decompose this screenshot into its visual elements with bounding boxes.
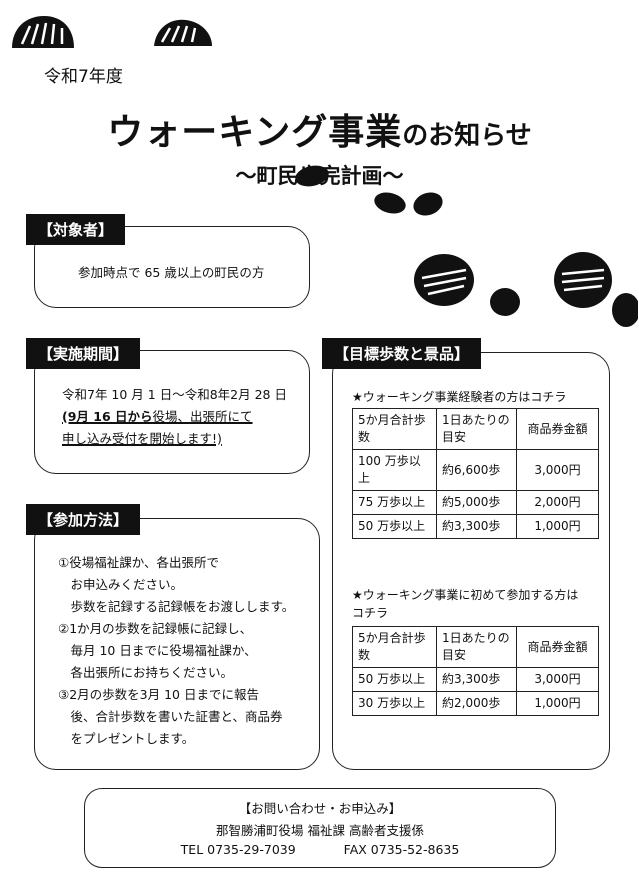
cell-total: 100 万歩以上 [352, 449, 437, 491]
header-daily-steps: 1日あたりの目安 [436, 626, 517, 668]
footprint-icon [413, 192, 443, 216]
cell-daily: 約3,300歩 [436, 667, 517, 692]
header-daily-steps: 1日あたりの目安 [436, 408, 517, 450]
method-text: ①役場福祉課か、各出張所で お申込みください。 歩数を記録する記録帳をお渡ししま… [58, 552, 294, 750]
method-line: ③2月の歩数を3月 10 日までに報告 [58, 687, 259, 702]
table-row: 75 万歩以上 約5,000歩 2,000円 [352, 490, 599, 515]
period-text: 令和7年 10 月 1 日～令和8年2月 28 日 (9月 16 日から役場、出… [62, 384, 287, 450]
method-line: ②1か月の歩数を記録帳に記録し、 [58, 621, 253, 636]
title-main: ウォーキング事業 [107, 112, 403, 153]
method-line: 各出張所にお持ちください。 [58, 665, 234, 680]
period-box [34, 350, 310, 474]
table-header-row: 5か月合計歩数 1日あたりの目安 商品券金額 [352, 408, 599, 450]
table-row: 30 万歩以上 約2,000歩 1,000円 [352, 691, 599, 716]
contact-fax: FAX 0735-52-8635 [343, 842, 460, 857]
period-line2-rest: 役場、出張所にて [152, 409, 253, 424]
footprint-icon [414, 254, 474, 306]
method-line: 毎月 10 日までに役場福祉課か、 [58, 643, 257, 658]
contact-heading: 【お問い合わせ・お申込み】 [238, 801, 402, 816]
cell-amount: 1,000円 [516, 514, 599, 539]
period-tag: 【実施期間】 [26, 338, 141, 369]
rewards-table-first-time: 5か月合計歩数 1日あたりの目安 商品券金額 50 万歩以上 約3,300歩 3… [352, 626, 599, 716]
cell-amount: 1,000円 [516, 691, 599, 716]
cell-daily: 約3,300歩 [436, 514, 517, 539]
note-line: コチラ [352, 606, 389, 620]
cell-amount: 3,000円 [516, 449, 599, 491]
footprint-icon [154, 19, 212, 46]
cell-total: 50 万歩以上 [352, 514, 437, 539]
header-voucher-amount: 商品券金額 [516, 408, 599, 450]
cell-daily: 約6,600歩 [436, 449, 517, 491]
method-tag: 【参加方法】 [26, 504, 141, 535]
method-line: 後、合計歩数を書いた証書と、商品券 [58, 709, 283, 724]
cell-total: 50 万歩以上 [352, 667, 437, 692]
footprint-icon [490, 288, 520, 316]
rewards-table-experienced: 5か月合計歩数 1日あたりの目安 商品券金額 100 万歩以上 約6,600歩 … [352, 408, 599, 539]
target-text: 参加時点で 65 歳以上の町民の方 [78, 265, 265, 280]
note-line: ★ウォーキング事業に初めて参加する方は [352, 588, 579, 602]
table-row: 100 万歩以上 約6,600歩 3,000円 [352, 449, 599, 491]
contact-tel: TEL 0735-29-7039 [180, 842, 296, 857]
rewards-note-first-time: ★ウォーキング事業に初めて参加する方は コチラ [352, 586, 578, 622]
cell-amount: 2,000円 [516, 490, 599, 515]
footprint-icon [12, 16, 74, 48]
footprint-icon [554, 252, 612, 308]
method-box [34, 518, 320, 770]
target-tag: 【対象者】 [26, 214, 126, 245]
cell-total: 75 万歩以上 [352, 490, 437, 515]
page-subtitle: ～町民歩完計画～ [235, 164, 404, 188]
period-line2: (9月 16 日から役場、出張所にて [62, 406, 287, 428]
header-total-steps: 5か月合計歩数 [352, 626, 437, 668]
method-line: をプレゼントします。 [58, 731, 195, 746]
title-suffix: のお知らせ [402, 121, 532, 151]
period-line3: 申し込み受付を開始します!) [62, 431, 222, 446]
cell-total: 30 万歩以上 [352, 691, 437, 716]
contact-box [84, 788, 556, 868]
cell-daily: 約2,000歩 [436, 691, 517, 716]
period-start-date: (9月 16 日から [62, 409, 153, 424]
contact-phone-fax: TEL 0735-29-7039 FAX 0735-52-8635 [84, 842, 556, 857]
footprint-icon [374, 192, 406, 214]
method-line: 歩数を記録する記録帳をお渡しします。 [58, 599, 295, 614]
footprint-icon [295, 165, 329, 187]
rewards-note-experienced: ★ウォーキング事業経験者の方はコチラ [352, 390, 567, 404]
header-voucher-amount: 商品券金額 [516, 626, 599, 668]
method-line: お申込みください。 [58, 577, 184, 592]
cell-daily: 約5,000歩 [436, 490, 517, 515]
page-title: ウォーキング事業のお知らせ [0, 103, 639, 155]
cell-amount: 3,000円 [516, 667, 599, 692]
footprint-icon [612, 293, 638, 327]
table-row: 50 万歩以上 約3,300歩 1,000円 [352, 514, 599, 539]
method-line: ①役場福祉課か、各出張所で [58, 555, 219, 570]
table-header-row: 5か月合計歩数 1日あたりの目安 商品券金額 [352, 626, 599, 668]
rewards-tag: 【目標歩数と景品】 [322, 338, 482, 369]
period-line1: 令和7年 10 月 1 日～令和8年2月 28 日 [62, 387, 287, 402]
table-row: 50 万歩以上 約3,300歩 3,000円 [352, 667, 599, 692]
header-total-steps: 5か月合計歩数 [352, 408, 437, 450]
contact-org: 那智勝浦町役場 福祉課 高齢者支援係 [216, 823, 424, 838]
fiscal-year: 令和7年度 [44, 67, 123, 87]
